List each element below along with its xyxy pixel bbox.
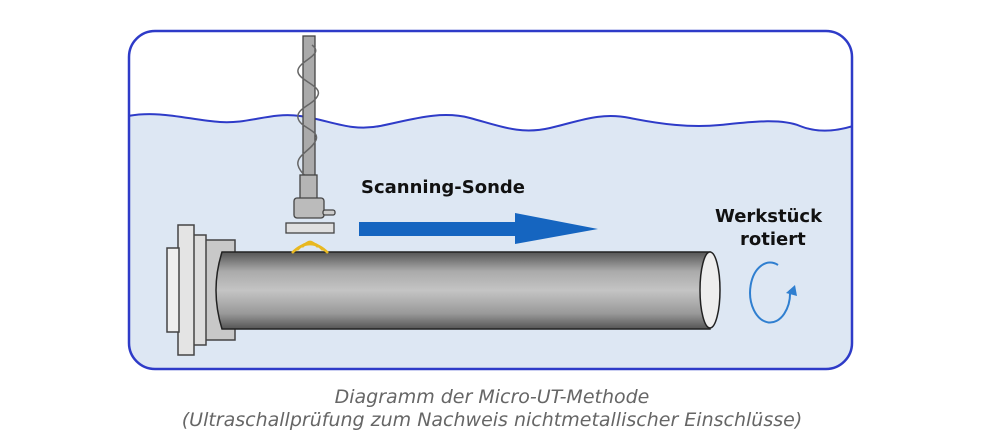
caption-subtitle: (Ultraschallprüfung zum Nachweis nichtme… (181, 409, 803, 431)
tank (127, 29, 854, 371)
rotation-label-line2: rotiert (740, 229, 806, 250)
water-surface (129, 113, 852, 132)
rotation-arrow-icon (749, 261, 797, 324)
caption-title: Diagramm der Micro-UT-Methode (334, 386, 650, 408)
rotation-label-line1: Werkstück (715, 206, 823, 227)
scanning-probe (285, 35, 336, 234)
ultrasound-pulse-icon (291, 240, 329, 254)
scan-direction-arrow (359, 213, 598, 244)
workpiece-pipe (215, 251, 721, 330)
probe-label: Scanning-Sonde (361, 177, 525, 198)
